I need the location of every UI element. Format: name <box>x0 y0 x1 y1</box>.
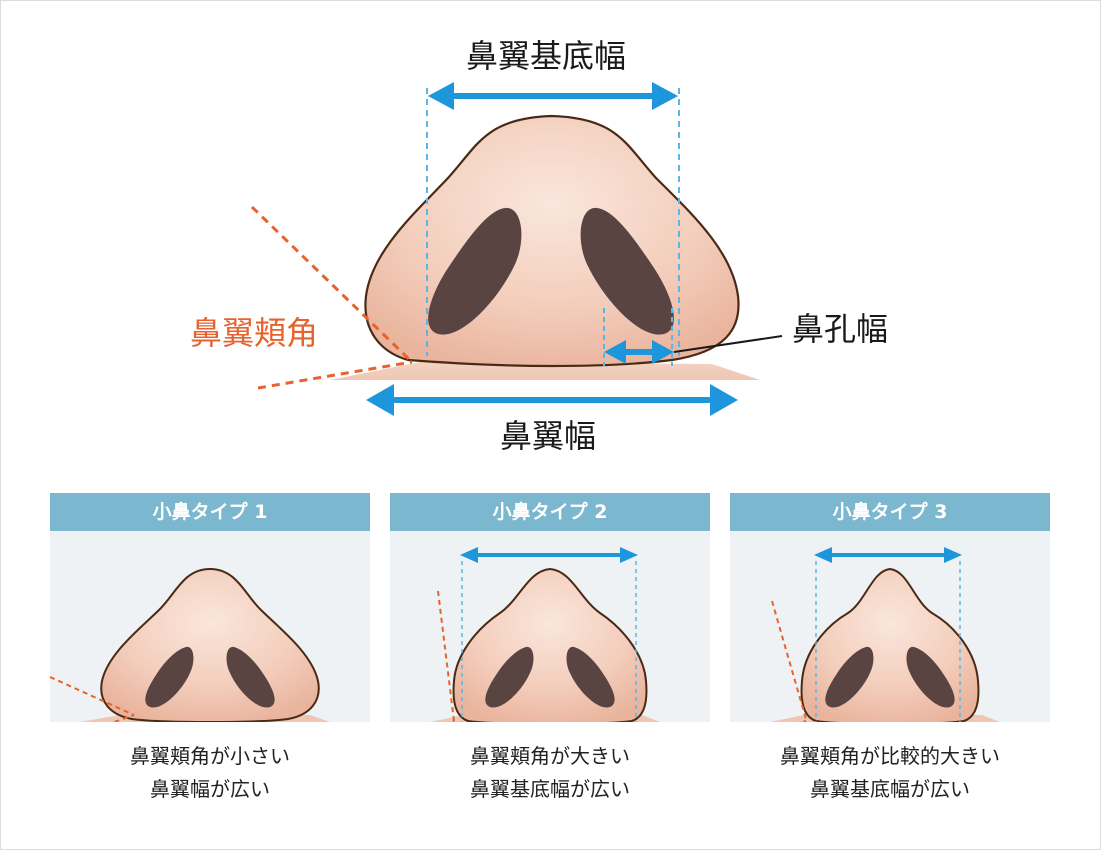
alar-cheek-angle-lines <box>250 205 414 390</box>
nose-body <box>364 114 740 368</box>
base-width-arrow <box>428 82 678 110</box>
nose-base <box>330 362 760 380</box>
panel-2-caption: 鼻翼頬角が大きい 鼻翼基底幅が広い <box>390 740 710 806</box>
panel-3-caption: 鼻翼頬角が比較的大きい 鼻翼基底幅が広い <box>730 740 1050 806</box>
alar-cheek-angle-label: 鼻翼頬角 <box>190 314 319 352</box>
main-diagram <box>250 82 783 416</box>
nostril-width-label: 鼻孔幅 <box>792 310 889 348</box>
alar-width-label: 鼻翼幅 <box>500 417 597 455</box>
alar-width-arrow <box>366 384 738 416</box>
nose-type-panel-1: 小鼻タイプ 1 <box>50 493 370 722</box>
caption-line-1: 鼻翼頬角が大きい <box>470 744 630 768</box>
caption-line-2: 鼻翼基底幅が広い <box>470 777 630 801</box>
nostril-width-arrow <box>604 340 674 364</box>
panel-title: 小鼻タイプ 3 <box>730 493 1050 531</box>
nose-type-panel-2: 小鼻タイプ 2 <box>390 493 710 722</box>
nose-type-panel-3: 小鼻タイプ 3 <box>730 493 1050 722</box>
caption-line-2: 鼻翼幅が広い <box>150 777 270 801</box>
nostril-right <box>580 207 674 335</box>
panel-illustration <box>390 531 710 722</box>
panel-illustration <box>50 531 370 722</box>
panel-illustration <box>730 531 1050 722</box>
nostril-leader-line <box>673 335 783 353</box>
panel-1-caption: 鼻翼頬角が小さい 鼻翼幅が広い <box>50 740 370 806</box>
panel-title: 小鼻タイプ 1 <box>50 493 370 531</box>
caption-line-1: 鼻翼頬角が小さい <box>130 744 290 768</box>
base-width-label: 鼻翼基底幅 <box>466 37 627 75</box>
nostril-left <box>428 207 522 335</box>
caption-line-2: 鼻翼基底幅が広い <box>810 777 970 801</box>
caption-line-1: 鼻翼頬角が比較的大きい <box>780 744 1000 768</box>
panel-title: 小鼻タイプ 2 <box>390 493 710 531</box>
